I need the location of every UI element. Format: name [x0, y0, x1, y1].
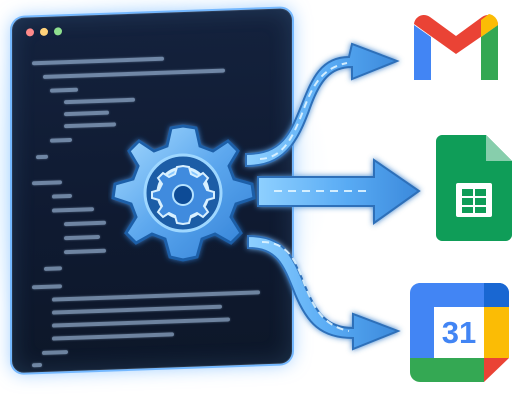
arrow-icon [247, 234, 401, 351]
gear-icon [108, 118, 258, 268]
sheets-icon [436, 135, 512, 241]
automation-illustration: 31 [0, 0, 526, 387]
calendar-icon: 31 [410, 283, 509, 382]
calendar-day-number: 31 [441, 315, 477, 350]
arrow-icon [257, 158, 421, 225]
gmail-icon [404, 10, 509, 84]
arrow-icon [245, 42, 400, 168]
connector-layer [245, 42, 421, 351]
